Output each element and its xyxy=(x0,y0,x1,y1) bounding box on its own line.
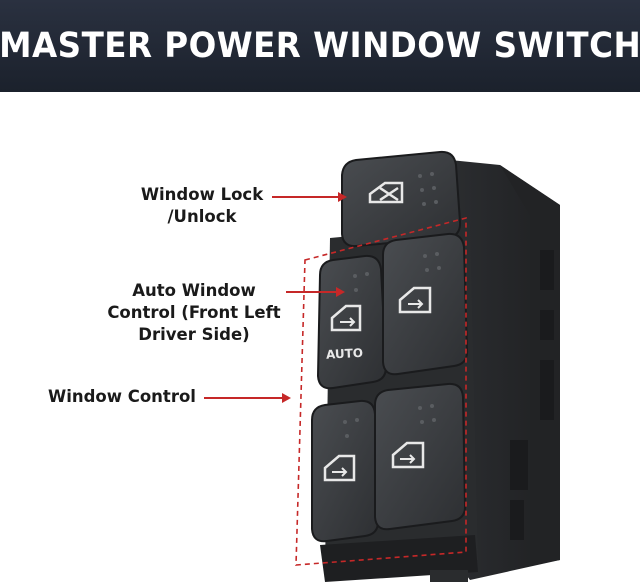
auto-callout-arrowhead xyxy=(336,287,345,297)
window-control-callout-arrow xyxy=(204,397,284,399)
banner-title: MASTER POWER WINDOW SWITCH xyxy=(0,26,640,66)
rear-left-window-button xyxy=(311,399,380,543)
window-updown-icon xyxy=(330,304,362,332)
auto-callout-line1: Auto Window xyxy=(132,281,256,300)
auto-window-button: AUTO xyxy=(316,254,388,390)
title-banner: MASTER POWER WINDOW SWITCH xyxy=(0,0,640,92)
window-lock-icon xyxy=(368,181,404,204)
lock-callout-label: Window Lock /Unlock xyxy=(138,184,266,228)
auto-callout-label: Auto Window Control (Front Left Driver S… xyxy=(104,280,284,346)
lock-callout-arrowhead xyxy=(338,192,347,202)
window-control-callout-label: Window Control xyxy=(48,387,196,406)
rear-right-window-button xyxy=(374,382,467,531)
auto-label: AUTO xyxy=(326,346,364,362)
window-control-outline xyxy=(295,216,467,566)
window-updown-icon xyxy=(391,441,425,469)
lock-callout-arrow xyxy=(272,196,340,198)
lock-callout-line2: /Unlock xyxy=(167,207,237,226)
window-updown-icon xyxy=(398,286,432,314)
front-right-window-button xyxy=(382,232,469,376)
window-lock-button xyxy=(341,150,462,248)
auto-callout-line2: Control (Front Left xyxy=(107,303,281,322)
lock-callout-line1: Window Lock xyxy=(140,185,264,204)
window-updown-icon xyxy=(323,454,356,482)
auto-callout-arrow xyxy=(286,291,338,293)
window-control-callout-arrowhead xyxy=(282,393,291,403)
auto-callout-line3: Driver Side) xyxy=(138,325,250,344)
